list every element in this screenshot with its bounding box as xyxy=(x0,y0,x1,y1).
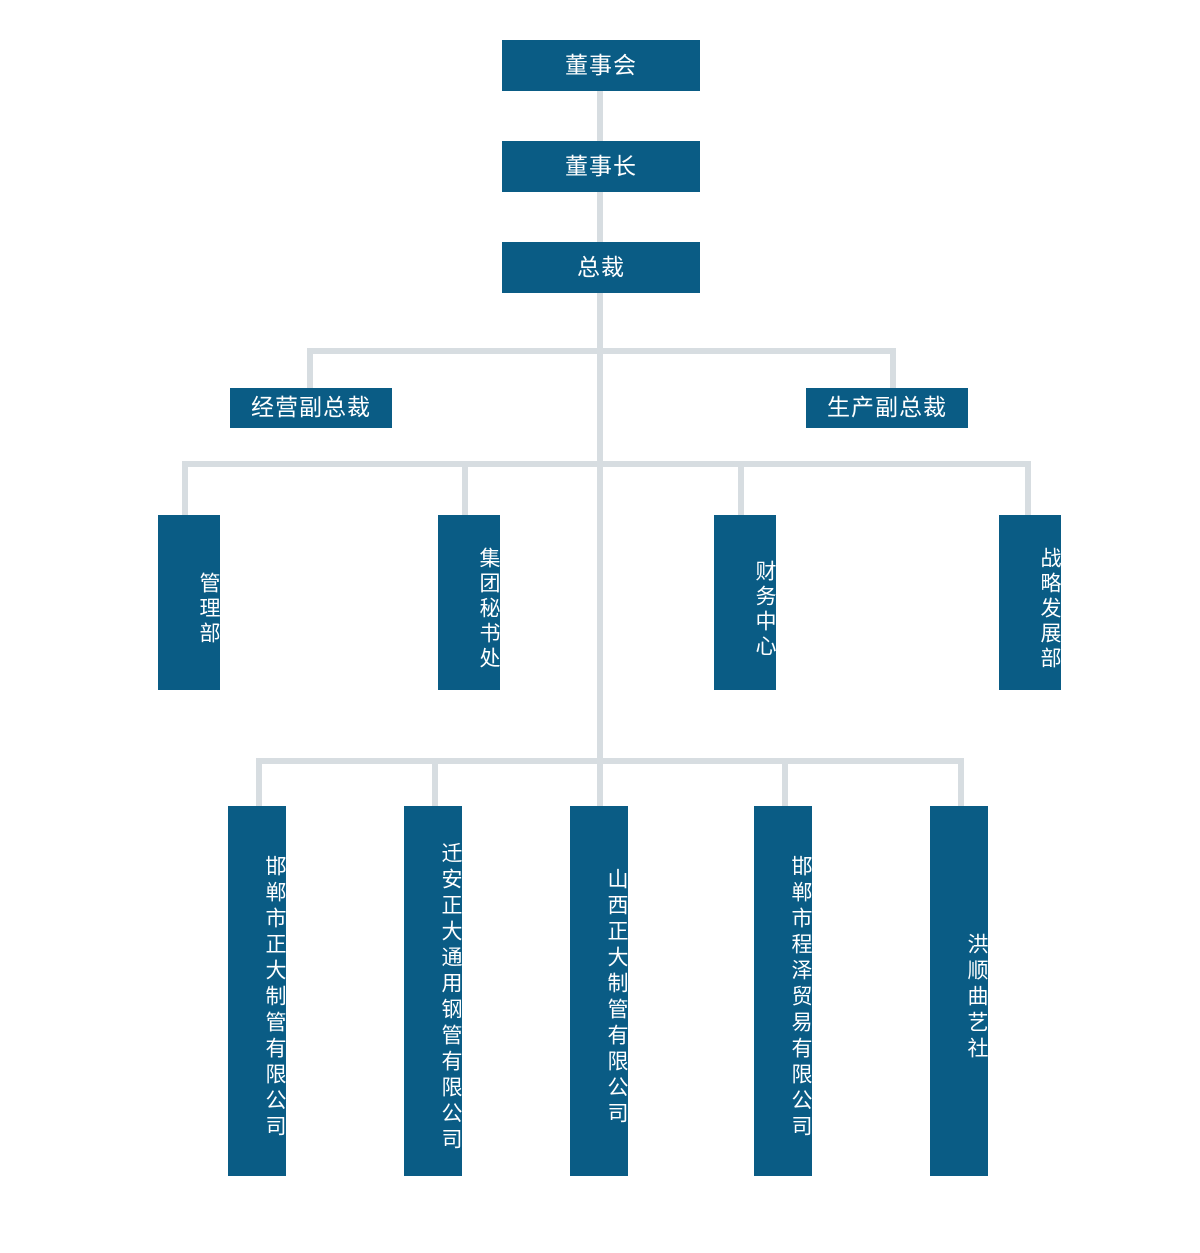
node-board[interactable]: 董事会 xyxy=(502,40,700,91)
node-dept-finance[interactable]: 财务中心 xyxy=(714,515,776,690)
connector-drop-dept-secretariat xyxy=(462,461,468,517)
node-sub-handan-zhengda[interactable]: 邯郸市正大制管有限公司 xyxy=(228,806,286,1176)
connector-department-bar xyxy=(182,461,1031,467)
connector-drop-vp-operations xyxy=(307,348,313,390)
connector-drop-sub-qianan-zhengda xyxy=(432,758,438,808)
connector-drop-sub-handan-chengze xyxy=(782,758,788,808)
node-dept-secretariat[interactable]: 集团秘书处 xyxy=(438,515,500,690)
connector-drop-sub-shanxi-zhengda xyxy=(597,758,603,808)
connector-president-trunk xyxy=(597,292,603,762)
node-chairman[interactable]: 董事长 xyxy=(502,141,700,192)
node-sub-handan-chengze[interactable]: 邯郸市程泽贸易有限公司 xyxy=(754,806,812,1176)
connector-drop-dept-strategy xyxy=(1025,461,1031,517)
connector-drop-sub-hongshun xyxy=(958,758,964,808)
node-sub-qianan-zhengda[interactable]: 迁安正大通用钢管有限公司 xyxy=(404,806,462,1176)
node-vp-operations[interactable]: 经营副总裁 xyxy=(230,388,392,428)
connector-vp-bar xyxy=(307,348,896,354)
node-vp-production[interactable]: 生产副总裁 xyxy=(806,388,968,428)
connector-drop-dept-finance xyxy=(738,461,744,517)
node-dept-strategy[interactable]: 战略发展部 xyxy=(999,515,1061,690)
connector-drop-vp-production xyxy=(890,348,896,390)
connector-drop-dept-management xyxy=(182,461,188,517)
connector-chairman-to-president xyxy=(597,191,603,243)
connector-drop-sub-handan-zhengda xyxy=(256,758,262,808)
node-sub-shanxi-zhengda[interactable]: 山西正大制管有限公司 xyxy=(570,806,628,1176)
node-president[interactable]: 总裁 xyxy=(502,242,700,293)
connector-subsidiary-bar xyxy=(256,758,964,764)
node-dept-management[interactable]: 管理部 xyxy=(158,515,220,690)
connector-board-to-chairman xyxy=(597,90,603,143)
node-sub-hongshun[interactable]: 洪顺曲艺社 xyxy=(930,806,988,1176)
